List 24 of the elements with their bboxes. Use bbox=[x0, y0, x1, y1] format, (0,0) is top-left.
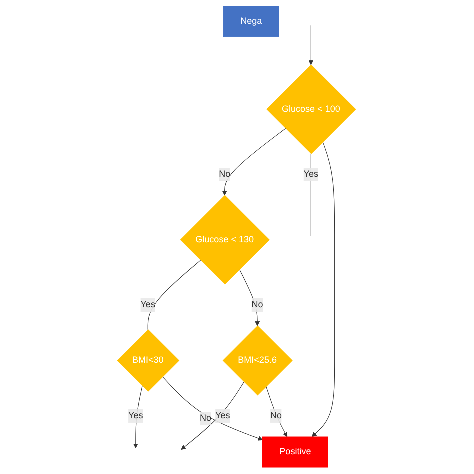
arrow bbox=[266, 386, 288, 438]
arrow bbox=[309, 25, 314, 66]
connector bbox=[311, 154, 312, 236]
node-diamond: Glucose < 100 bbox=[266, 64, 357, 154]
edge-label: No bbox=[200, 414, 212, 424]
edge-label: Yes bbox=[141, 300, 156, 310]
edge-label: Yes bbox=[216, 411, 231, 421]
arrow bbox=[162, 376, 264, 441]
edge-label: No bbox=[219, 170, 231, 180]
node-diamond: BMI<25.6 bbox=[223, 326, 294, 396]
node-box: Nega bbox=[224, 6, 280, 38]
edge-label: Yes bbox=[128, 411, 144, 421]
arrow bbox=[240, 269, 260, 326]
node-box: Positive bbox=[262, 436, 329, 468]
arrow bbox=[134, 386, 144, 449]
node-diamond: BMI<30 bbox=[117, 329, 180, 392]
edge-label: No bbox=[252, 300, 264, 310]
arrow bbox=[312, 142, 336, 438]
edge-label: No bbox=[270, 411, 282, 421]
edge-label: Yes bbox=[304, 170, 319, 180]
arrow bbox=[181, 382, 245, 450]
node-diamond: Glucose < 130 bbox=[180, 195, 270, 285]
arrow bbox=[222, 128, 286, 196]
connector bbox=[148, 260, 202, 330]
